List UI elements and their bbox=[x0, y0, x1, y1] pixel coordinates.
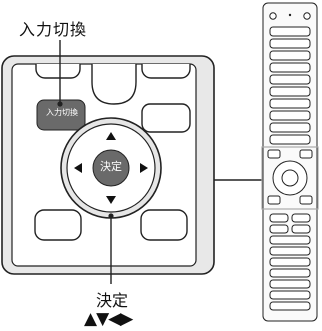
enter-callout-label: 決定 bbox=[96, 291, 129, 310]
arrow-keys-callout-label: ▲▼◀▶ bbox=[84, 309, 133, 329]
enter-button[interactable] bbox=[92, 149, 130, 187]
callout-lines bbox=[57, 40, 262, 284]
top-right-button[interactable] bbox=[141, 52, 191, 79]
zoom-panel bbox=[1, 52, 215, 275]
highlight-box bbox=[261, 146, 319, 210]
input-switch-button[interactable] bbox=[36, 99, 86, 131]
arrow-up-icon[interactable] bbox=[106, 132, 116, 140]
power-button[interactable] bbox=[269, 12, 277, 20]
arrow-right-icon[interactable] bbox=[140, 163, 148, 173]
top-center-button[interactable] bbox=[91, 58, 137, 105]
enter-button-label: 決定 bbox=[100, 160, 122, 173]
top-left-button[interactable] bbox=[35, 52, 81, 79]
remote-control bbox=[261, 2, 319, 322]
right-upper-button[interactable] bbox=[141, 103, 191, 133]
power-dot bbox=[288, 13, 292, 17]
remote-enter[interactable] bbox=[281, 169, 299, 187]
input-switch-callout-label: 入力切換 bbox=[19, 20, 88, 39]
remote-lower-keys bbox=[269, 213, 311, 311]
left-lower-button[interactable] bbox=[34, 209, 82, 241]
remote-button-rows bbox=[269, 26, 311, 145]
top-right-round-button[interactable] bbox=[303, 12, 311, 20]
input-switch-button-label: 入力切換 bbox=[46, 108, 78, 117]
arrow-left-icon[interactable] bbox=[74, 163, 82, 173]
arrow-down-icon[interactable] bbox=[106, 196, 116, 204]
right-lower-button[interactable] bbox=[140, 209, 188, 241]
